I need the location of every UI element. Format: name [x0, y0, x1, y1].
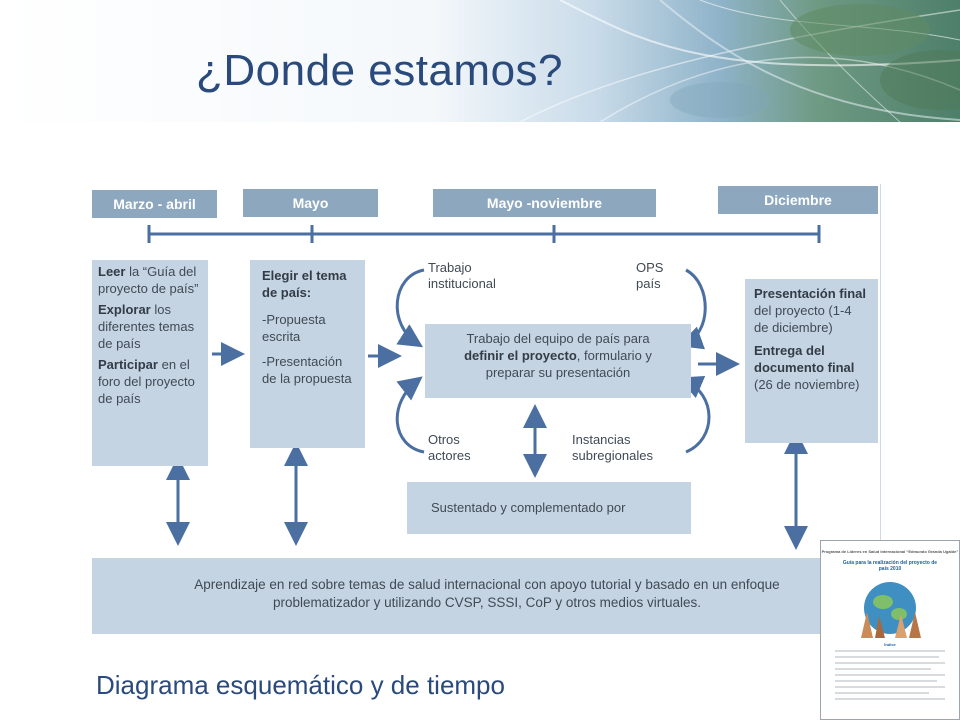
diagram-connectors	[147, 225, 821, 550]
step-leer: Leer la “Guía del proyecto de país”	[98, 264, 199, 296]
elegir-item-propuesta: -Propuesta escrita	[262, 312, 326, 344]
step-presentacion: Presentación final del proyecto (1-4 de …	[754, 286, 866, 335]
label-instancias: Instancias	[572, 432, 631, 447]
box-presentacion-entrega: Presentación final del proyecto (1-4 de …	[745, 279, 878, 443]
period-mayo: Mayo	[243, 189, 378, 217]
box-leer-explorar-participar: Leer la “Guía del proyecto de país” Expl…	[92, 260, 208, 466]
diagram-area: Marzo - abril Mayo Mayo -noviembre Dicie…	[92, 184, 882, 634]
label-institucional: institucional	[428, 276, 496, 291]
label-actores: actores	[428, 448, 471, 463]
diagram-caption: Diagrama esquemático y de tiempo	[96, 670, 505, 700]
center-line-2: definir el proyecto, formulario y	[464, 348, 652, 363]
thumbnail-index-lines	[835, 650, 945, 700]
elegir-heading: Elegir el tema de país:	[262, 268, 347, 300]
box-aprendizaje-red: Aprendizaje en red sobre temas de salud …	[92, 558, 882, 634]
label-otros: Otros	[428, 432, 460, 447]
sustentado-text: Sustentado y complementado por	[431, 500, 626, 515]
curve-arrow-otros	[395, 376, 425, 454]
diagram-frame-line	[880, 184, 881, 634]
elegir-item-presentacion: -Presentación de la propuesta	[262, 354, 352, 386]
curve-arrow-instancias	[678, 376, 711, 454]
thumbnail-title: Guía para la realización del proyecto de…	[842, 560, 938, 572]
label-trabajo: Trabajo	[428, 260, 472, 275]
center-line-3: preparar su presentación	[485, 365, 631, 380]
center-line-1: Trabajo del equipo de país para	[466, 331, 650, 346]
guide-document-thumbnail: Programa de Líderes en Salud Internacion…	[820, 540, 960, 720]
step-explorar: Explorar los diferentes temas de país	[98, 302, 195, 351]
page-title: ¿Donde estamos?	[196, 46, 564, 95]
header-banner	[0, 0, 960, 122]
label-ops: OPS	[636, 260, 664, 275]
step-participar: Participar en el foro del proyecto de pa…	[98, 357, 195, 406]
curve-arrow-trabajo	[395, 268, 425, 348]
aprendizaje-line-1: Aprendizaje en red sobre temas de salud …	[194, 577, 780, 592]
thumbnail-header: Programa de Líderes en Salud Internacion…	[821, 549, 959, 554]
box-elegir-tema: Elegir el tema de país: -Propuesta escri…	[250, 260, 365, 448]
label-pais: país	[636, 276, 661, 291]
label-subregionales: subregionales	[572, 448, 653, 463]
thumbnail-index-label: Índice	[884, 642, 896, 647]
step-entrega: Entrega del documento final (26 de novie…	[754, 343, 860, 392]
globe-decoration	[519, 0, 960, 122]
box-trabajo-equipo: Trabajo del equipo de país para definir …	[425, 324, 691, 398]
curve-arrow-ops	[678, 268, 707, 350]
period-marzo-abril: Marzo - abril	[92, 190, 217, 218]
period-mayo-noviembre: Mayo -noviembre	[433, 189, 656, 217]
box-sustentado: Sustentado y complementado por	[407, 482, 691, 534]
period-diciembre: Diciembre	[718, 186, 878, 214]
globe-hands-image	[861, 582, 921, 638]
aprendizaje-line-2: problematizador y utilizando CVSP, SSSI,…	[273, 595, 701, 610]
